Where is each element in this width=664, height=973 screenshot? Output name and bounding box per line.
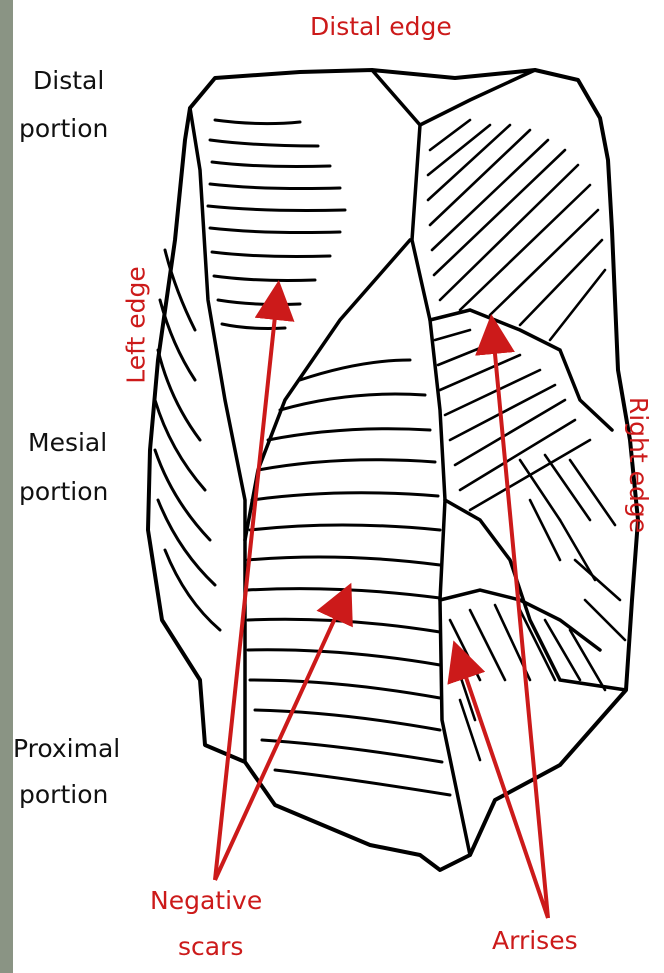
mesial-portion-label-line1: Mesial <box>28 428 107 458</box>
flake-outline <box>148 70 638 870</box>
arrises-label: Arrises <box>492 926 578 956</box>
right-edge-label: Right edge <box>623 397 653 533</box>
distal-portion-label-line1: Distal <box>33 66 104 96</box>
distal-edge-label: Distal edge <box>310 12 452 42</box>
proximal-portion-label-line1: Proximal <box>13 734 120 764</box>
negative-scars-label-line2: scars <box>178 932 243 962</box>
mesial-portion-label-line2: portion <box>19 477 108 507</box>
left-edge-label: Left edge <box>122 266 152 383</box>
proximal-portion-label-line2: portion <box>19 780 108 810</box>
distal-portion-label-line2: portion <box>19 114 108 144</box>
negative-scars-label-line1: Negative <box>150 886 262 916</box>
